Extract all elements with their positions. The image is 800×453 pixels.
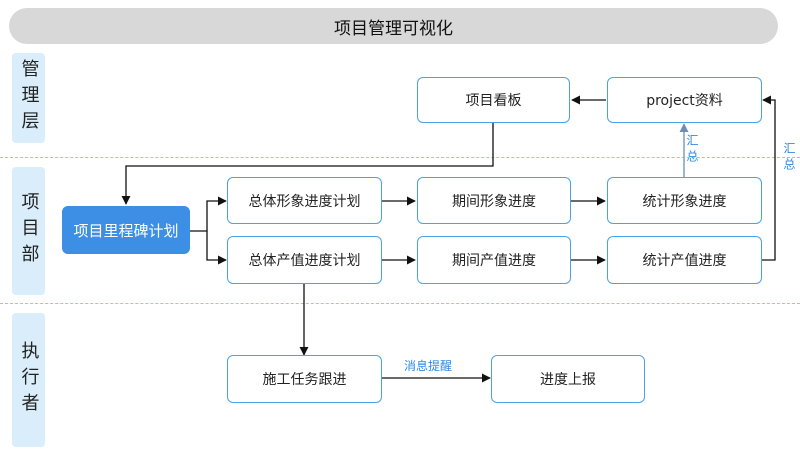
node-period-image: 期间形象进度 (417, 177, 571, 224)
edge-label-summary-1: 汇总 (685, 134, 699, 166)
arrow-stat-value-to-data (762, 95, 776, 261)
node-stat-image: 统计形象进度 (607, 177, 762, 224)
node-overall-image-plan: 总体形象进度计划 (227, 177, 382, 224)
arrow-milestone-to-value-plan (206, 231, 227, 265)
node-milestone-plan: 项目里程碑计划 (62, 206, 190, 254)
diagram-title: 项目管理可视化 (9, 8, 778, 44)
lane-executor-label: 执行者 (18, 341, 40, 419)
edge-label-summary-2: 汇总 (782, 142, 796, 174)
node-progress-report: 进度上报 (491, 355, 645, 403)
node-task-tracking: 施工任务跟进 (227, 355, 382, 403)
node-project-data: project资料 (607, 77, 762, 123)
node-overall-value-plan: 总体产值进度计划 (227, 236, 382, 284)
lane-divider-top (0, 157, 800, 158)
lane-divider-bottom (0, 303, 800, 304)
node-period-value: 期间产值进度 (417, 236, 571, 284)
node-stat-value: 统计产值进度 (607, 236, 762, 284)
lane-executor: 执行者 (12, 313, 45, 447)
lane-management: 管理层 (12, 53, 45, 143)
arrow-board-to-milestone (121, 123, 494, 205)
lane-project-dept: 项目部 (12, 167, 45, 295)
lane-management-label: 管理层 (18, 59, 40, 137)
edge-label-notification: 消息提醒 (404, 359, 453, 373)
lane-project-dept-label: 项目部 (18, 192, 40, 270)
node-project-board: 项目看板 (417, 77, 570, 123)
arrow-milestone-to-image-plan (190, 196, 227, 232)
